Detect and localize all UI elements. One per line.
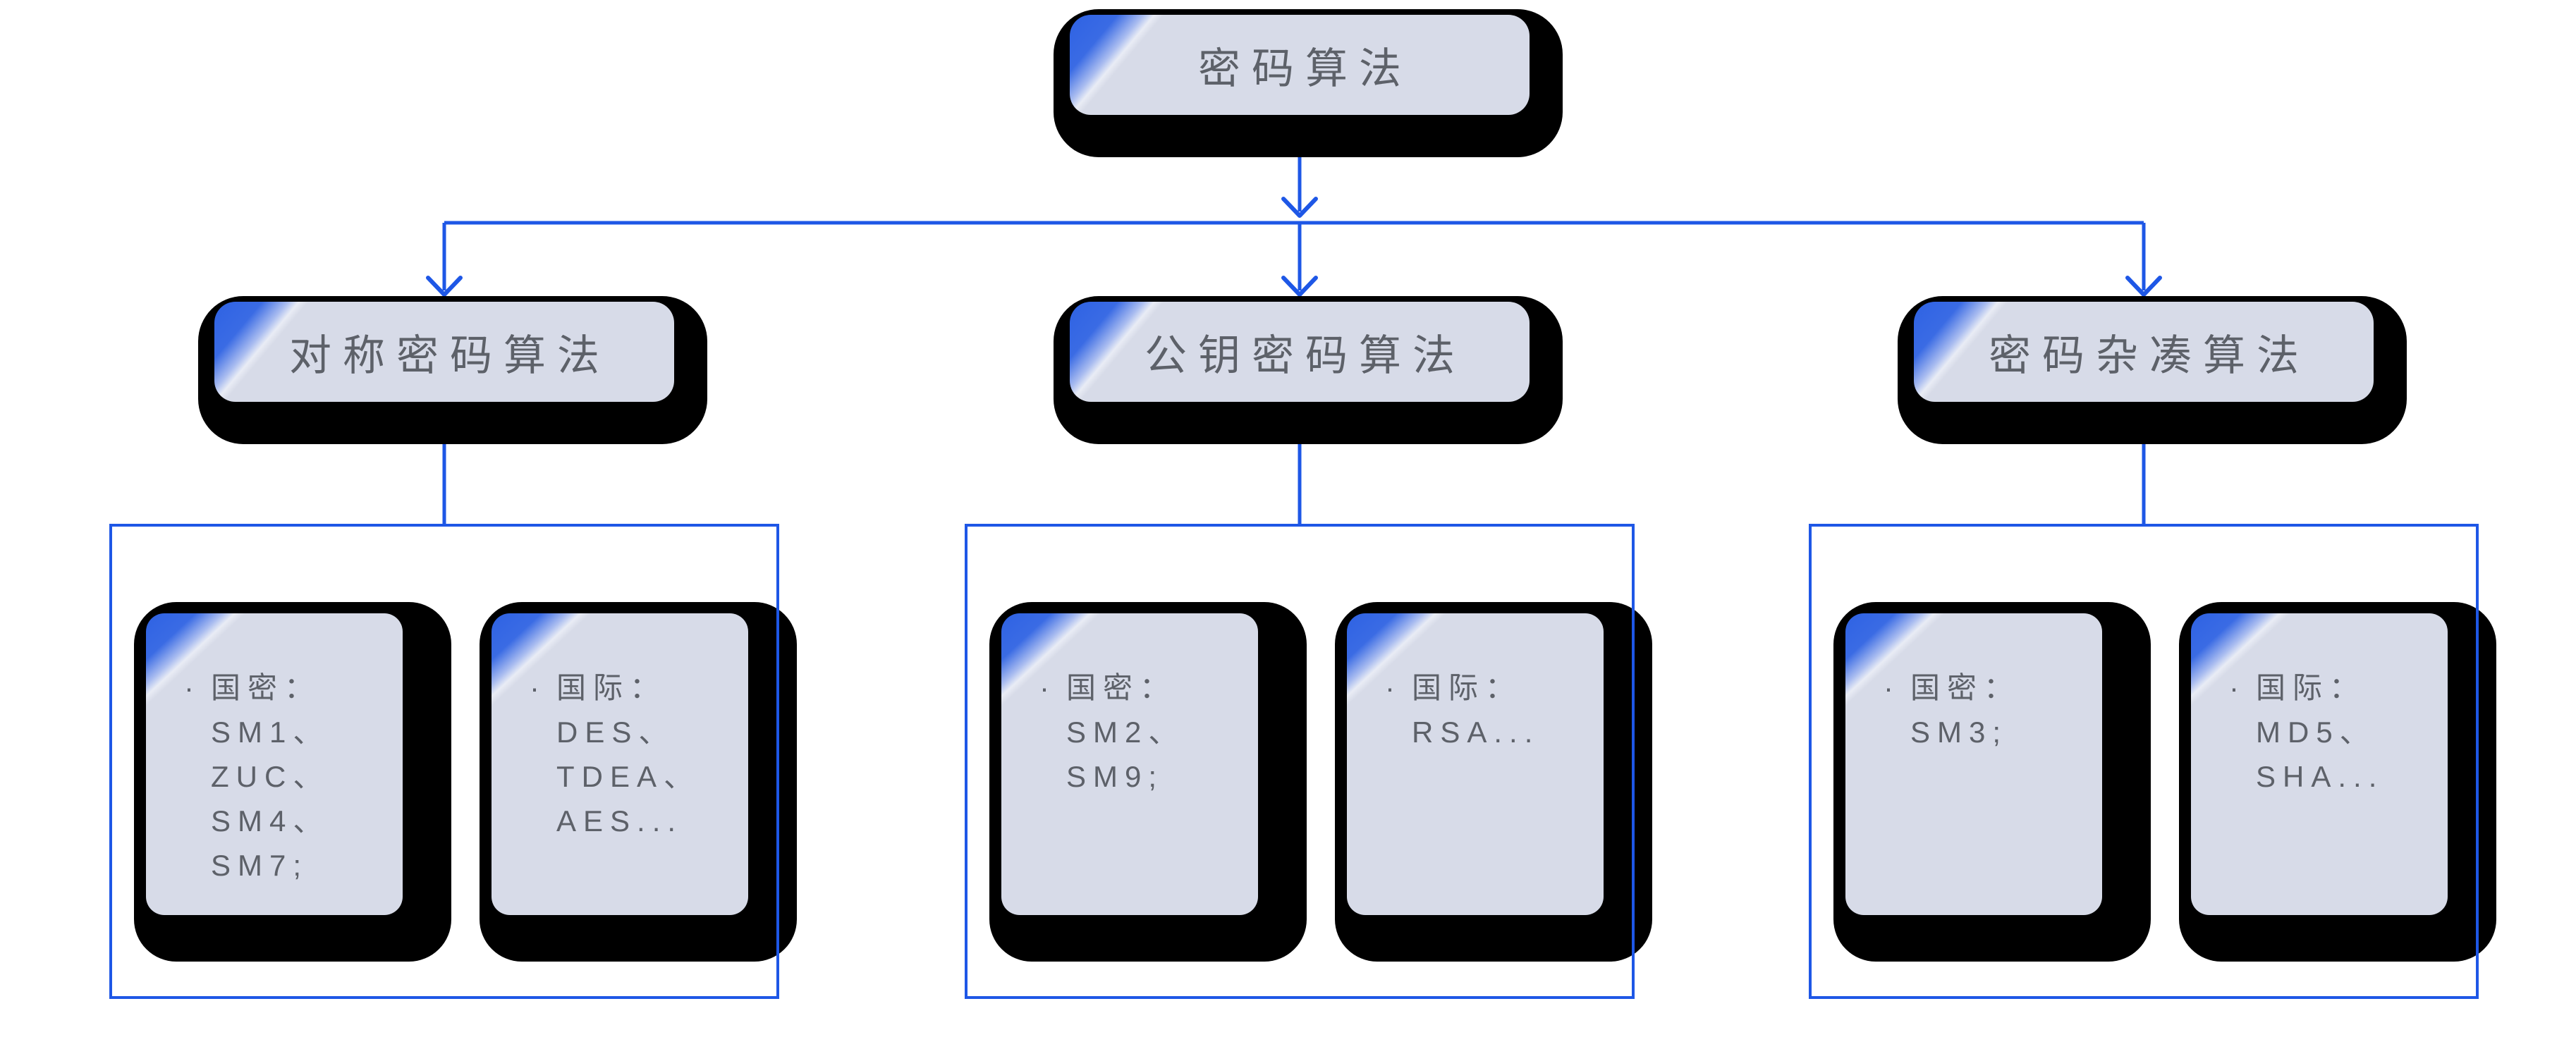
root-node-label: 密码算法: [1198, 44, 1412, 92]
card-item: TDEA、: [556, 760, 701, 793]
bullet-icon: ·: [184, 671, 194, 704]
card-public-key-guomi-face: · 国密： SM2、 SM9;: [1001, 613, 1258, 915]
branch-node-symmetric-face: 对称密码算法: [214, 302, 674, 402]
branch-arrowhead-right-icon: [2125, 276, 2162, 297]
card-hash-guomi-face: · 国密： SM3;: [1845, 613, 2102, 915]
card-item: SHA...: [2256, 760, 2384, 793]
card-header: 国密：: [1066, 671, 1177, 704]
card-symmetric-international: · 国际： DES、 TDEA、 AES...: [480, 602, 797, 962]
card-hash-guomi: · 国密： SM3;: [1833, 602, 2151, 962]
group-symmetric: · 国密： SM1、 ZUC、 SM4、 SM7; · 国际： DES、 TDEA、…: [109, 524, 797, 999]
root-node-face: 密码算法: [1070, 15, 1530, 115]
branch-node-symmetric: 对称密码算法: [198, 296, 707, 444]
card-header: 国际：: [556, 671, 667, 704]
card-item: SM3;: [1910, 716, 2008, 749]
card-public-key-guomi: · 国密： SM2、 SM9;: [989, 602, 1307, 962]
bullet-icon: ·: [1884, 671, 1893, 704]
bullet-icon: ·: [1039, 671, 1049, 704]
root-node: 密码算法: [1054, 9, 1563, 157]
card-header: 国际：: [2256, 671, 2367, 704]
card-item: AES...: [556, 804, 683, 838]
card-header: 国密：: [211, 671, 322, 704]
card-hash-international: · 国际： MD5、 SHA...: [2179, 602, 2496, 962]
branch-arrowhead-left-icon: [426, 276, 463, 297]
card-hash-international-face: · 国际： MD5、 SHA...: [2191, 613, 2448, 915]
branch-node-symmetric-label: 对称密码算法: [289, 331, 611, 379]
card-item: RSA...: [1412, 716, 1540, 749]
root-arrowhead-icon: [1281, 197, 1318, 218]
card-item: SM7;: [211, 849, 309, 882]
branch-node-public-key-face: 公钥密码算法: [1070, 302, 1530, 402]
card-symmetric-guomi: · 国密： SM1、 ZUC、 SM4、 SM7;: [134, 602, 451, 962]
card-public-key-international: · 国际： RSA...: [1335, 602, 1652, 962]
bullet-icon: ·: [1385, 671, 1395, 704]
card-public-key-international-face: · 国际： RSA...: [1347, 613, 1604, 915]
bullet-icon: ·: [530, 671, 539, 704]
branch-node-hash-face: 密码杂凑算法: [1914, 302, 2374, 402]
branch-node-hash: 密码杂凑算法: [1898, 296, 2407, 444]
card-item: SM2、: [1066, 716, 1185, 749]
group-hash: · 国密： SM3; · 国际： MD5、 SHA...: [1809, 524, 2496, 999]
card-symmetric-guomi-face: · 国密： SM1、 ZUC、 SM4、 SM7;: [146, 613, 403, 915]
card-item: MD5、: [2256, 716, 2376, 749]
branch-node-hash-label: 密码杂凑算法: [1989, 331, 2310, 379]
card-header: 国密：: [1910, 671, 2021, 704]
card-item: SM9;: [1066, 760, 1164, 793]
card-item: SM1、: [211, 716, 330, 749]
group-public-key: · 国密： SM2、 SM9; · 国际： RSA...: [965, 524, 1652, 999]
branch-node-public-key-label: 公钥密码算法: [1144, 331, 1466, 379]
card-item: SM4、: [211, 804, 330, 838]
card-item: DES、: [556, 716, 676, 749]
branch-arrowhead-center-icon: [1281, 276, 1318, 297]
card-header: 国际：: [1412, 671, 1522, 704]
card-symmetric-international-face: · 国际： DES、 TDEA、 AES...: [492, 613, 748, 915]
branch-node-public-key: 公钥密码算法: [1054, 296, 1563, 444]
bullet-icon: ·: [2229, 671, 2239, 704]
card-item: ZUC、: [211, 760, 330, 793]
